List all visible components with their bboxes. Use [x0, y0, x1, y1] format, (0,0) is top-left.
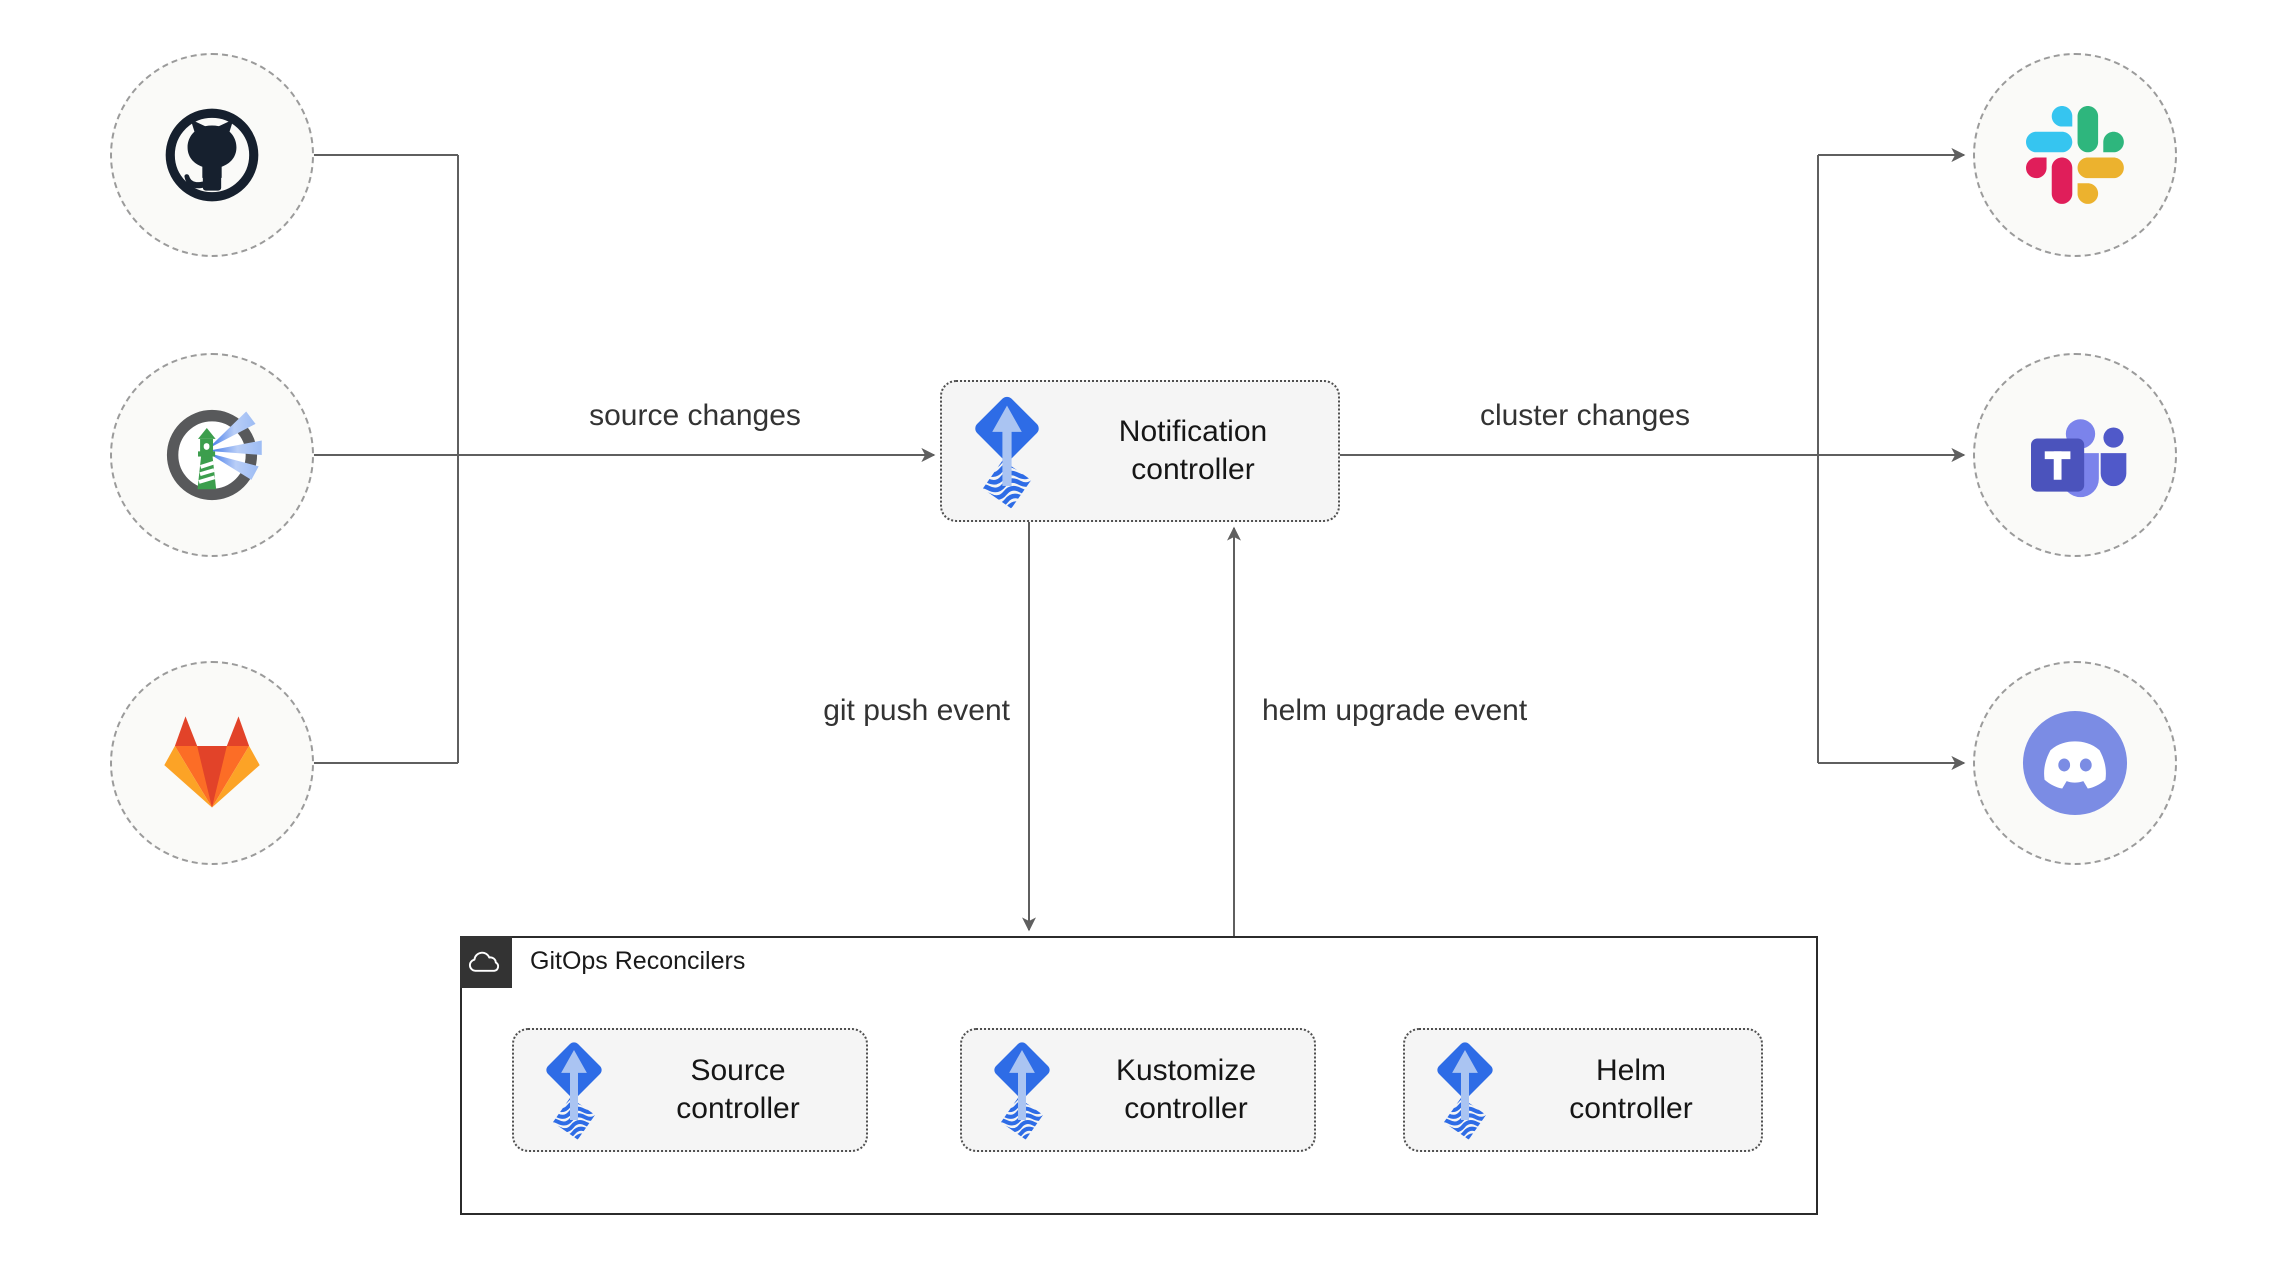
- gitlab-icon: [159, 714, 265, 812]
- github-icon: [156, 99, 268, 211]
- helm-upgrade-event-label: helm upgrade event: [1262, 694, 1528, 727]
- flux-icon: [538, 1040, 610, 1140]
- helm-controller-label: Helm controller: [1569, 1054, 1693, 1125]
- harbor-node: [110, 353, 314, 557]
- helm-controller-node: Helm controller: [1403, 1028, 1763, 1152]
- notification-controller-node: Notification controller: [940, 380, 1340, 522]
- source-changes-label: source changes: [589, 399, 801, 432]
- kustomize-controller-node: Kustomize controller: [960, 1028, 1316, 1152]
- slack-node: [1973, 53, 2177, 257]
- ms-teams-icon: [2020, 409, 2130, 501]
- notification-controller-label: Notification controller: [1118, 415, 1268, 486]
- slack-icon: [2026, 106, 2124, 204]
- cloud-icon: [467, 949, 505, 976]
- kustomize-controller-label: Kustomize controller: [1115, 1054, 1257, 1125]
- gitops-group-badge: [460, 936, 512, 988]
- flux-icon: [966, 394, 1048, 509]
- discord-node: [1973, 661, 2177, 865]
- discord-icon: [2021, 709, 2129, 817]
- github-node: [110, 53, 314, 257]
- ms-teams-node: [1973, 353, 2177, 557]
- gitlab-node: [110, 661, 314, 865]
- git-push-event-label: git push event: [823, 694, 1010, 727]
- flux-icon: [1429, 1040, 1501, 1140]
- source-controller-node: Source controller: [512, 1028, 868, 1152]
- cluster-changes-label: cluster changes: [1479, 399, 1691, 432]
- source-controller-label: Source controller: [676, 1054, 800, 1125]
- flux-icon: [986, 1040, 1058, 1140]
- harbor-icon: [155, 398, 269, 512]
- gitops-group-title: GitOps Reconcilers: [530, 947, 746, 975]
